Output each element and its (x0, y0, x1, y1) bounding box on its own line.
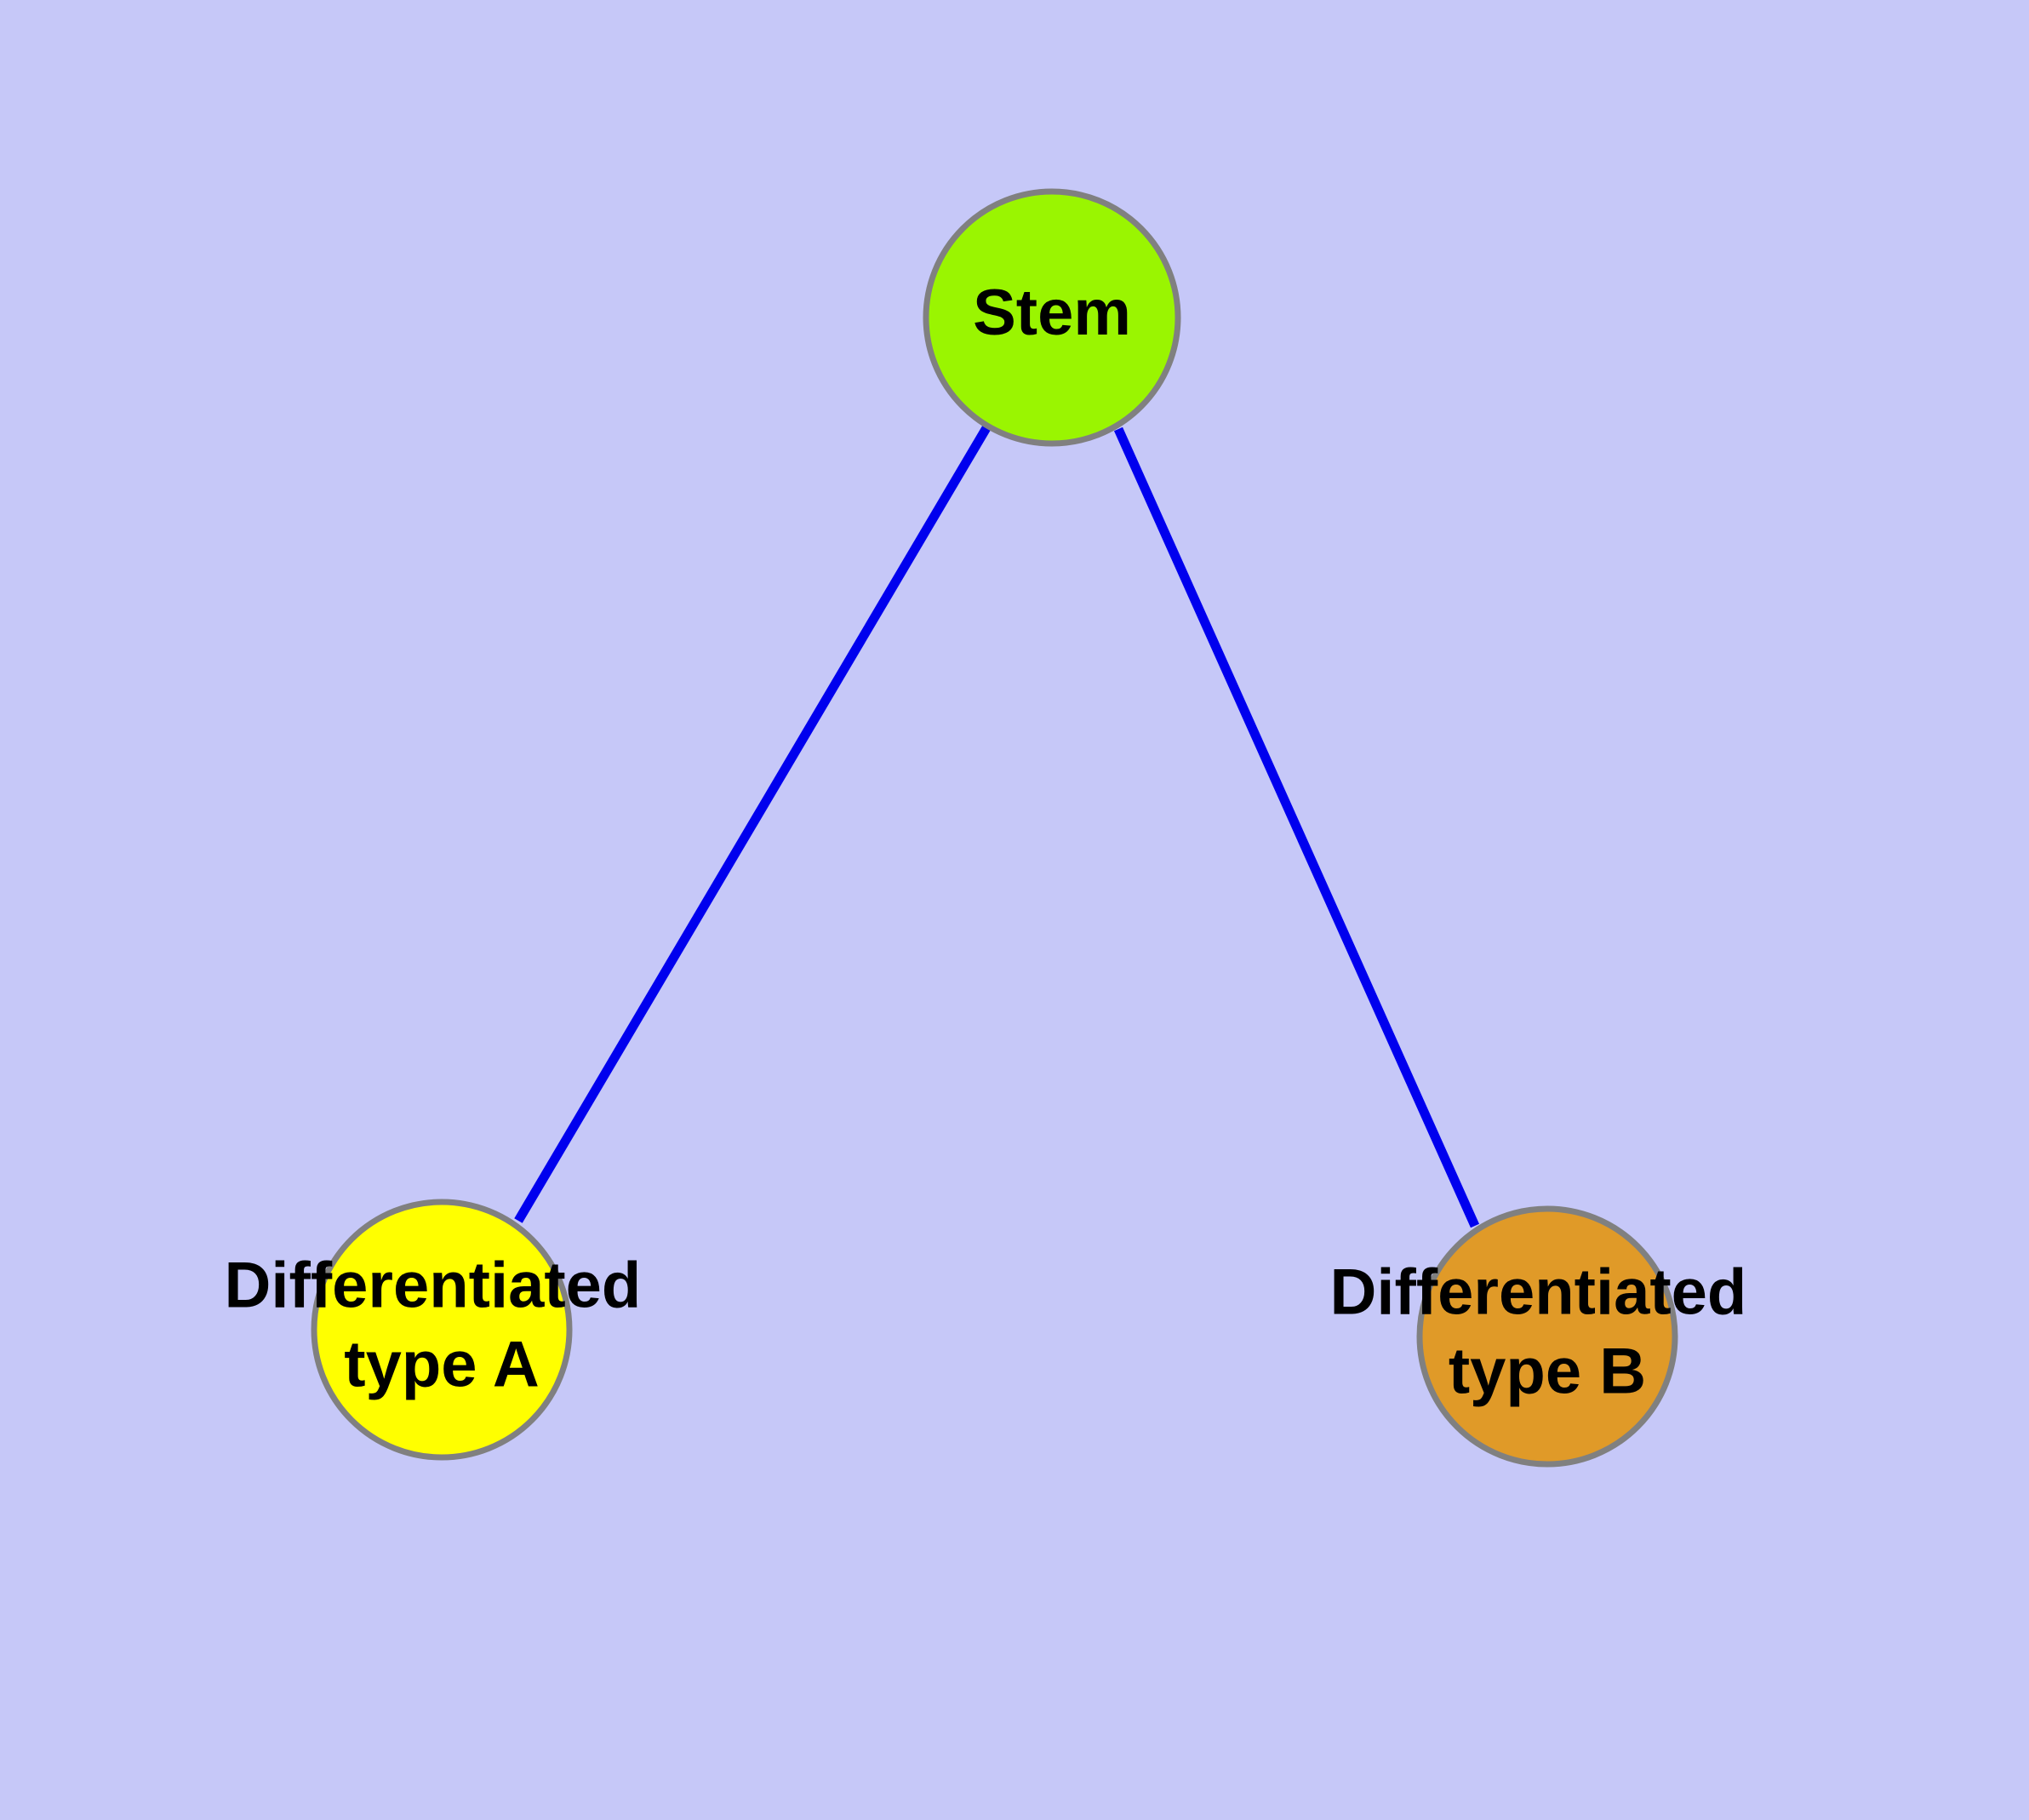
stem-node-circle[interactable] (923, 188, 1181, 447)
differentiated-type-b-node-circle[interactable] (1416, 1205, 1678, 1468)
edge-stem-to-differentiated-type-a[interactable] (514, 424, 992, 1223)
node-differentiated-type-b[interactable]: Differentiated type B (1330, 1205, 1765, 1468)
differentiated-type-a-node-label: Differentiated type A (225, 1250, 660, 1401)
stem-node-label: Stem (973, 277, 1131, 349)
node-differentiated-type-a[interactable]: Differentiated type A (225, 1199, 660, 1461)
differentiated-type-a-node-circle[interactable] (311, 1199, 573, 1461)
edges-layer (514, 424, 1480, 1228)
nodes-layer: Stem Differentiated type A Differentiate… (225, 188, 1765, 1468)
node-stem[interactable]: Stem (923, 188, 1181, 447)
differentiated-type-b-node-label: Differentiated type B (1330, 1256, 1765, 1408)
edge-stem-to-differentiated-type-b[interactable] (1113, 426, 1480, 1228)
